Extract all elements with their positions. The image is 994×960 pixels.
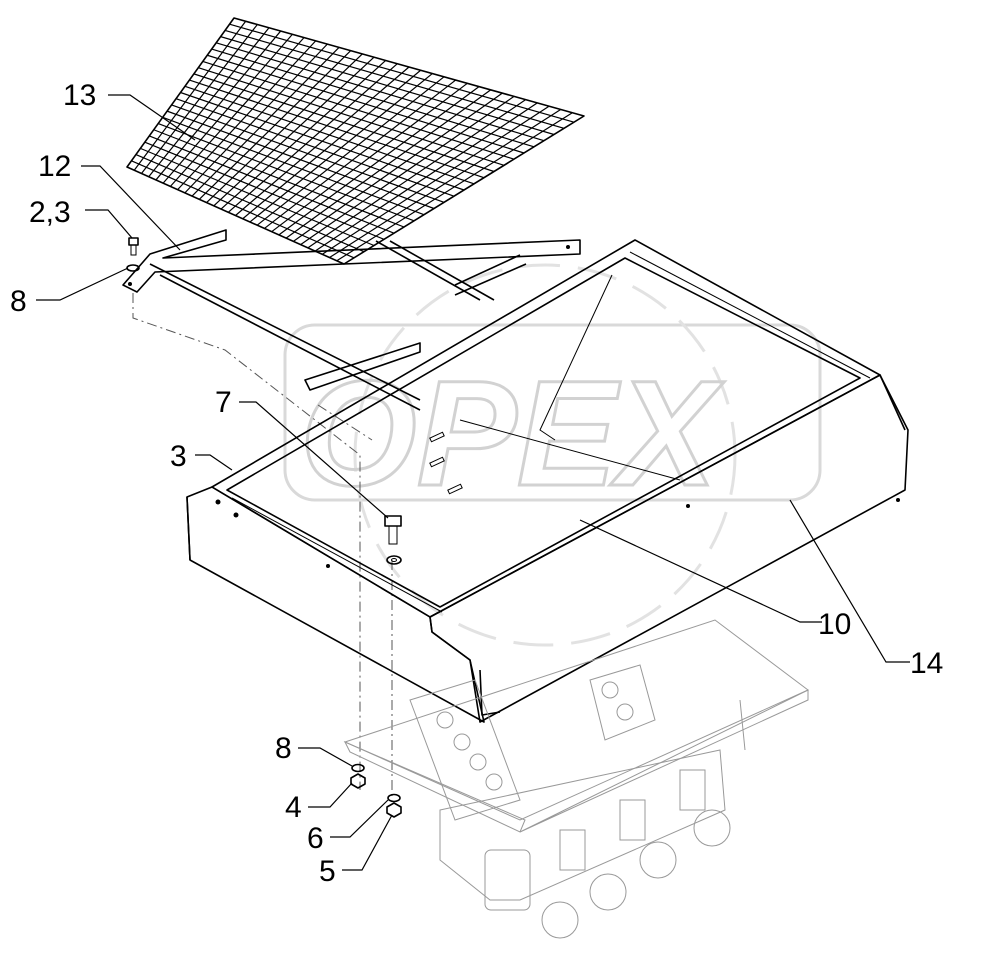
mesh-wire [157,122,415,222]
mesh-wire [189,79,485,179]
mesh-wire [215,42,545,142]
top-bolt-part [126,237,140,272]
mesh-wire [184,85,475,185]
mesh-wire [198,67,505,166]
callout-8-top: 8 [10,285,27,318]
mesh-wire [162,116,425,216]
mesh-wire [175,98,455,197]
callout-labels: 13 12 2,3 8 7 3 10 14 8 4 6 5 [10,79,943,888]
mesh-wire [211,48,535,148]
callout-3: 3 [170,440,187,473]
opex-watermark: OPEX [283,263,822,647]
bolt-part [384,515,402,565]
mesh-wire [171,104,445,203]
mesh-wire [135,154,365,253]
spreader-mechanism [343,619,809,939]
mesh-screen-part [126,17,585,265]
callout-4: 4 [285,791,302,824]
callout-13: 13 [63,79,96,112]
mesh-wire [166,110,435,210]
mesh-wire [180,91,465,191]
support-frame-part [122,229,581,411]
callout-14: 14 [910,647,943,680]
mesh-wire [202,60,515,160]
mesh-wire [131,160,355,259]
mesh-wire [153,129,405,228]
hopper-body-part [186,374,909,723]
alignment-lines [132,293,393,800]
mesh-wire [224,29,565,129]
callout-6: 6 [307,822,324,855]
mesh-wire [144,141,385,240]
callout-5: 5 [319,855,336,888]
callout-7: 7 [215,386,232,419]
mesh-wire [220,36,555,136]
callout-12: 12 [38,150,71,183]
mesh-wire [193,73,495,173]
leader-lines [36,94,910,871]
callout-8-bottom: 8 [275,732,292,765]
mesh-wire [229,23,575,123]
mesh-wire [140,147,375,247]
callout-10: 10 [818,608,851,641]
callout-2-3: 2,3 [29,196,71,229]
watermark-text: OPEX [300,349,725,517]
mesh-wire [207,54,525,154]
mesh-wire [149,135,395,234]
